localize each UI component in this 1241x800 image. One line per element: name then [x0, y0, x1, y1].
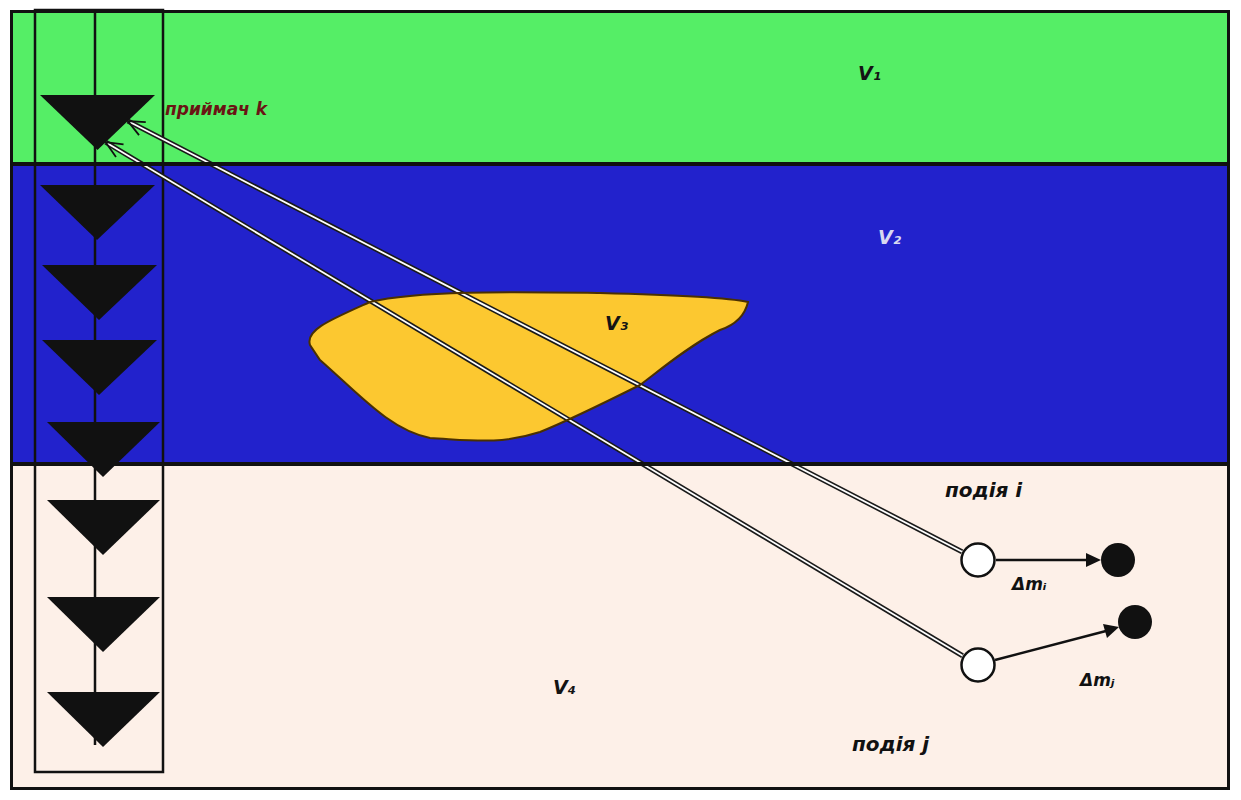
event-label: подія i — [945, 478, 1022, 502]
receiver-symbol: приймач k — [40, 95, 155, 150]
displacement-arrowhead — [1086, 553, 1101, 567]
event-shape — [960, 647, 996, 683]
receiver-symbols — [40, 185, 160, 747]
layer-fill — [10, 465, 1230, 790]
lens-fill — [309, 292, 748, 440]
layer-fill — [10, 165, 1230, 465]
receiver-shape — [40, 95, 155, 150]
event-circle: подія i — [960, 542, 996, 578]
layer-band: V₁ приймач k — [10, 10, 1230, 165]
event-label: подія j — [852, 732, 929, 756]
displacement-arrow — [995, 631, 1106, 660]
layer-label: V₁ — [858, 62, 881, 85]
lens-body: V₃ — [305, 290, 750, 445]
displacement-arrowhead — [1103, 624, 1119, 638]
seismic-ray — [128, 121, 962, 552]
event-circle: подія j — [960, 647, 996, 683]
borehole-outline — [35, 10, 163, 772]
layer-label: V₃ — [605, 312, 628, 335]
event-new-position — [1101, 543, 1135, 577]
event-shape — [960, 542, 996, 578]
lens-outline — [305, 290, 750, 445]
seismic-ray — [106, 142, 963, 656]
receiver-label: приймач k — [165, 99, 267, 119]
layer-label: V₄ — [553, 676, 576, 699]
displacement-label: Δmⱼ — [1080, 670, 1115, 690]
layer-band: V₄ подія i подія j — [10, 463, 1230, 790]
event-new-position — [1118, 605, 1152, 639]
layer-label: V₂ — [878, 226, 901, 249]
displacement-arrow — [996, 559, 1088, 562]
displacement-label: Δmᵢ — [1012, 574, 1047, 594]
layer-band: V₂ V₃ — [10, 163, 1230, 465]
layer-fill — [10, 10, 1230, 165]
